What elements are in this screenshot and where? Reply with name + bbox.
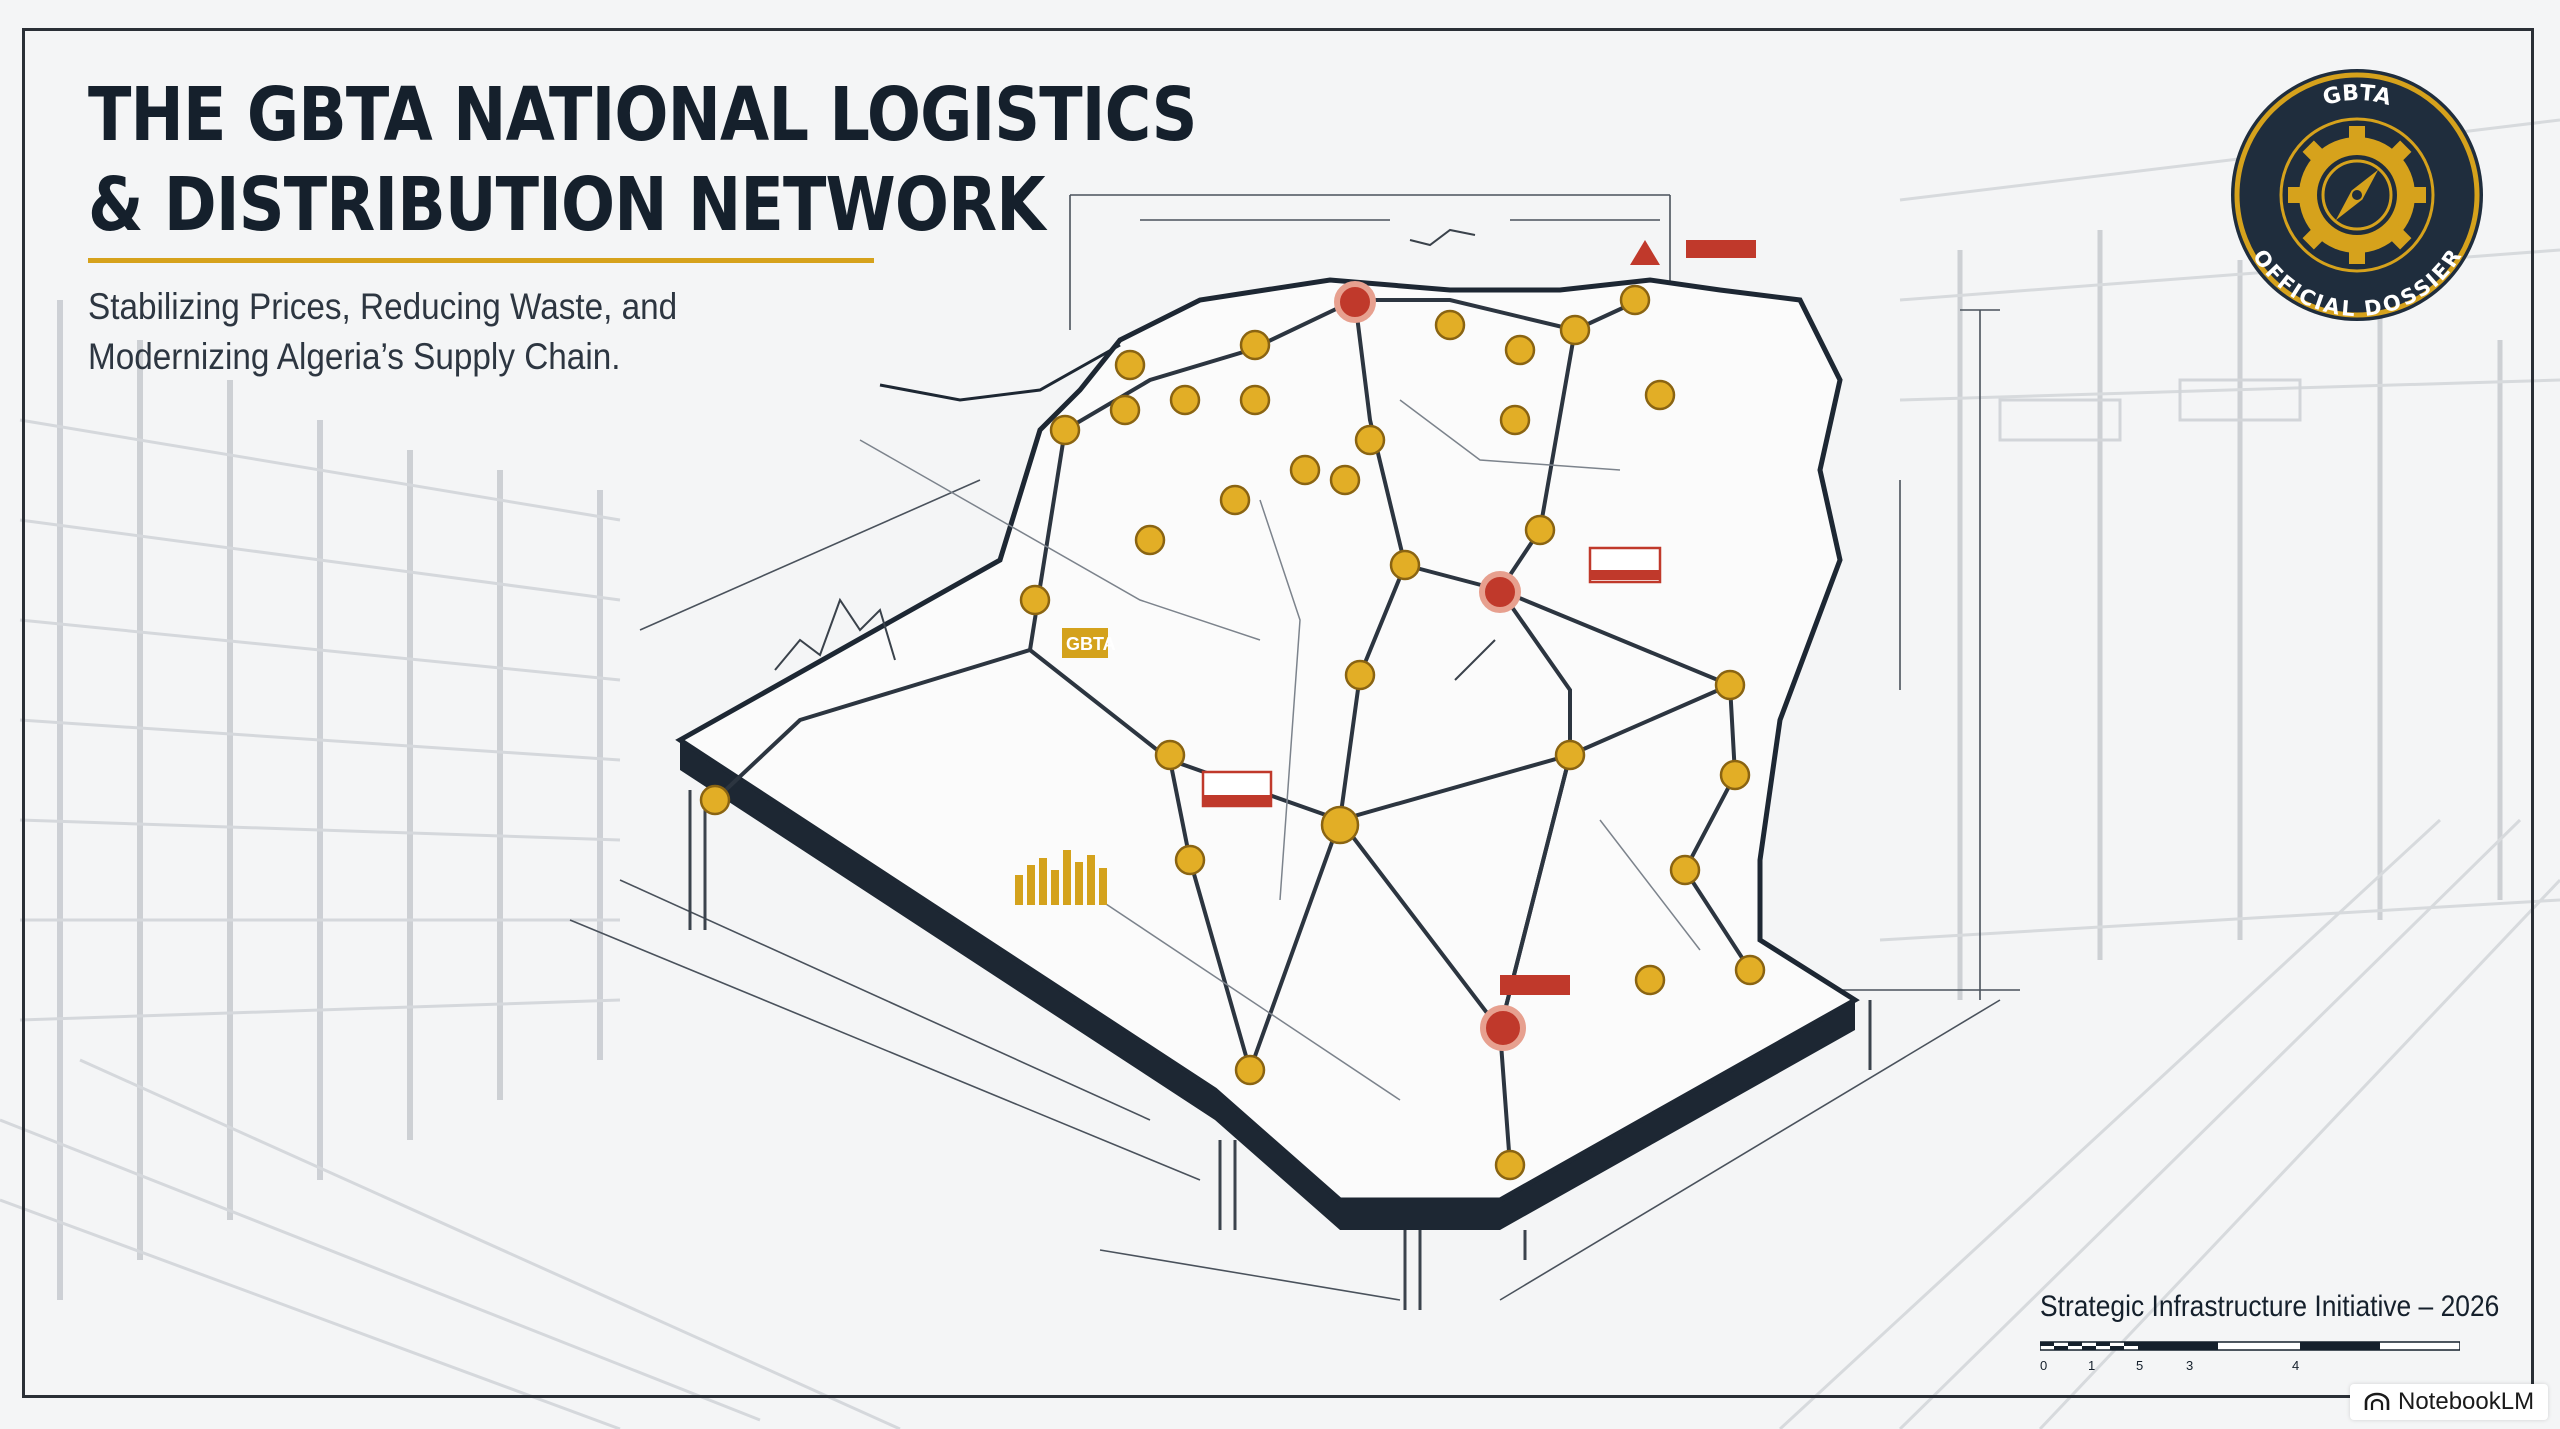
scale-tick-4: 4 <box>2292 1358 2299 1373</box>
title-line-1: THE GBTA NATIONAL LOGISTICS <box>88 72 1197 158</box>
title-underline <box>88 258 874 263</box>
subtitle-line-2: Modernizing Algeria’s Supply Chain. <box>88 336 621 377</box>
initiative-label: Strategic Infrastructure Initiative – 20… <box>2040 1290 2500 1323</box>
gear-icon <box>2288 126 2426 264</box>
page-title: THE GBTA NATIONAL LOGISTICS & DISTRIBUTI… <box>88 70 1197 250</box>
subtitle: Stabilizing Prices, Reducing Waste, and … <box>88 282 677 382</box>
notebooklm-label: NotebookLM <box>2398 1388 2535 1415</box>
title-line-2: & DISTRIBUTION NETWORK <box>88 162 1046 248</box>
official-dossier-seal: GBTA OFFICIAL DOSSIER <box>2231 69 2483 321</box>
scale-bar: 0 1 5 3 4 <box>2040 1341 2460 1373</box>
scale-tick-2: 5 <box>2136 1358 2143 1373</box>
notebooklm-logo-icon <box>2364 1392 2390 1410</box>
algeria-network-map <box>569 194 2020 1310</box>
subtitle-line-1: Stabilizing Prices, Reducing Waste, and <box>88 286 678 327</box>
scale-tick-1: 1 <box>2088 1358 2095 1373</box>
notebooklm-badge[interactable]: NotebookLM <box>2350 1384 2549 1420</box>
scale-tick-0: 0 <box>2040 1358 2047 1373</box>
compass-icon <box>2321 159 2393 231</box>
scale-tick-3: 3 <box>2186 1358 2193 1373</box>
